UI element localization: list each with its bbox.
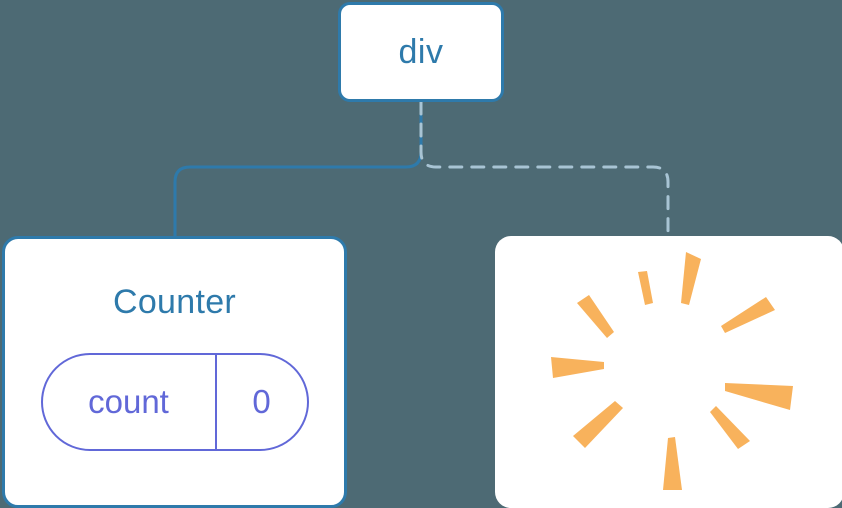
- state-pill[interactable]: count 0: [40, 353, 309, 451]
- connector-root-to-counter: [173, 100, 423, 240]
- node-counter-label: Counter: [112, 283, 237, 321]
- sparkle-burst-icon: [550, 252, 793, 490]
- sparkle-burst-wrap: [495, 236, 842, 508]
- node-counter[interactable]: Counter count 0: [2, 236, 347, 508]
- connector-root-to-loading: [419, 100, 670, 240]
- state-value-label: 0: [214, 355, 307, 449]
- node-div-label: div: [398, 32, 444, 71]
- node-loading[interactable]: [495, 236, 842, 508]
- node-div[interactable]: div: [338, 2, 504, 102]
- state-key-label: count: [88, 383, 169, 420]
